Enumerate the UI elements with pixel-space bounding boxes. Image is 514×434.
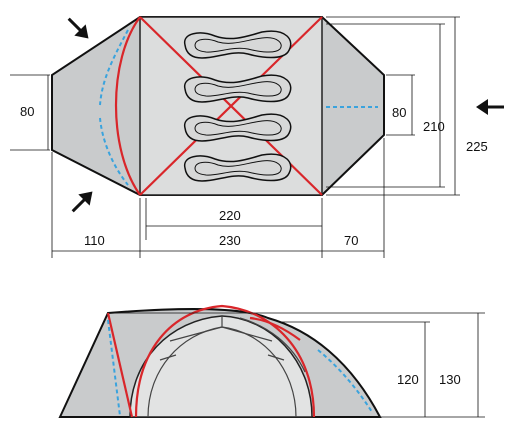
arrow-icon-entry-bottom-left [71,191,93,213]
side-pole-main [134,304,316,418]
dim-inner-length: 220 [219,208,241,223]
dimension-lines-side [110,312,485,418]
dim-vestibule-depth-left: 110 [84,233,105,248]
side-pole-front [249,316,301,341]
arrow-icon-entry-top-left [67,17,89,39]
left-door-zip [99,29,129,106]
side-view: 120 130 [58,304,485,418]
top-view: 80 220 230 110 70 80 210 225 [10,16,504,258]
left-door-zip-2 [99,117,129,186]
arrow-icon-entry-right [476,99,504,115]
pole-left [115,16,141,196]
dim-vestibule-width-left: 80 [20,104,34,119]
side-door-zip-right [317,349,373,413]
sleeping-bags [184,30,292,182]
dimension-lines-top [10,16,460,258]
dim-outer-length: 230 [219,233,241,248]
dim-vestibule-depth-right: 70 [344,233,358,248]
sleeping-bag-4 [184,153,292,182]
side-door-zip-left [107,319,121,417]
dim-inner-height: 120 [397,372,419,387]
dim-inner-width: 210 [423,119,445,134]
dim-vestibule-width-right: 80 [392,105,406,120]
pole-cross-2 [139,16,323,196]
sleeping-bag-2 [184,74,292,103]
sleeping-bag-1 [184,30,292,59]
side-pole-vestibule [106,312,134,418]
dim-outer-width: 225 [466,139,488,154]
sleeping-bag-3 [184,113,292,142]
dim-outer-height: 130 [439,372,461,387]
